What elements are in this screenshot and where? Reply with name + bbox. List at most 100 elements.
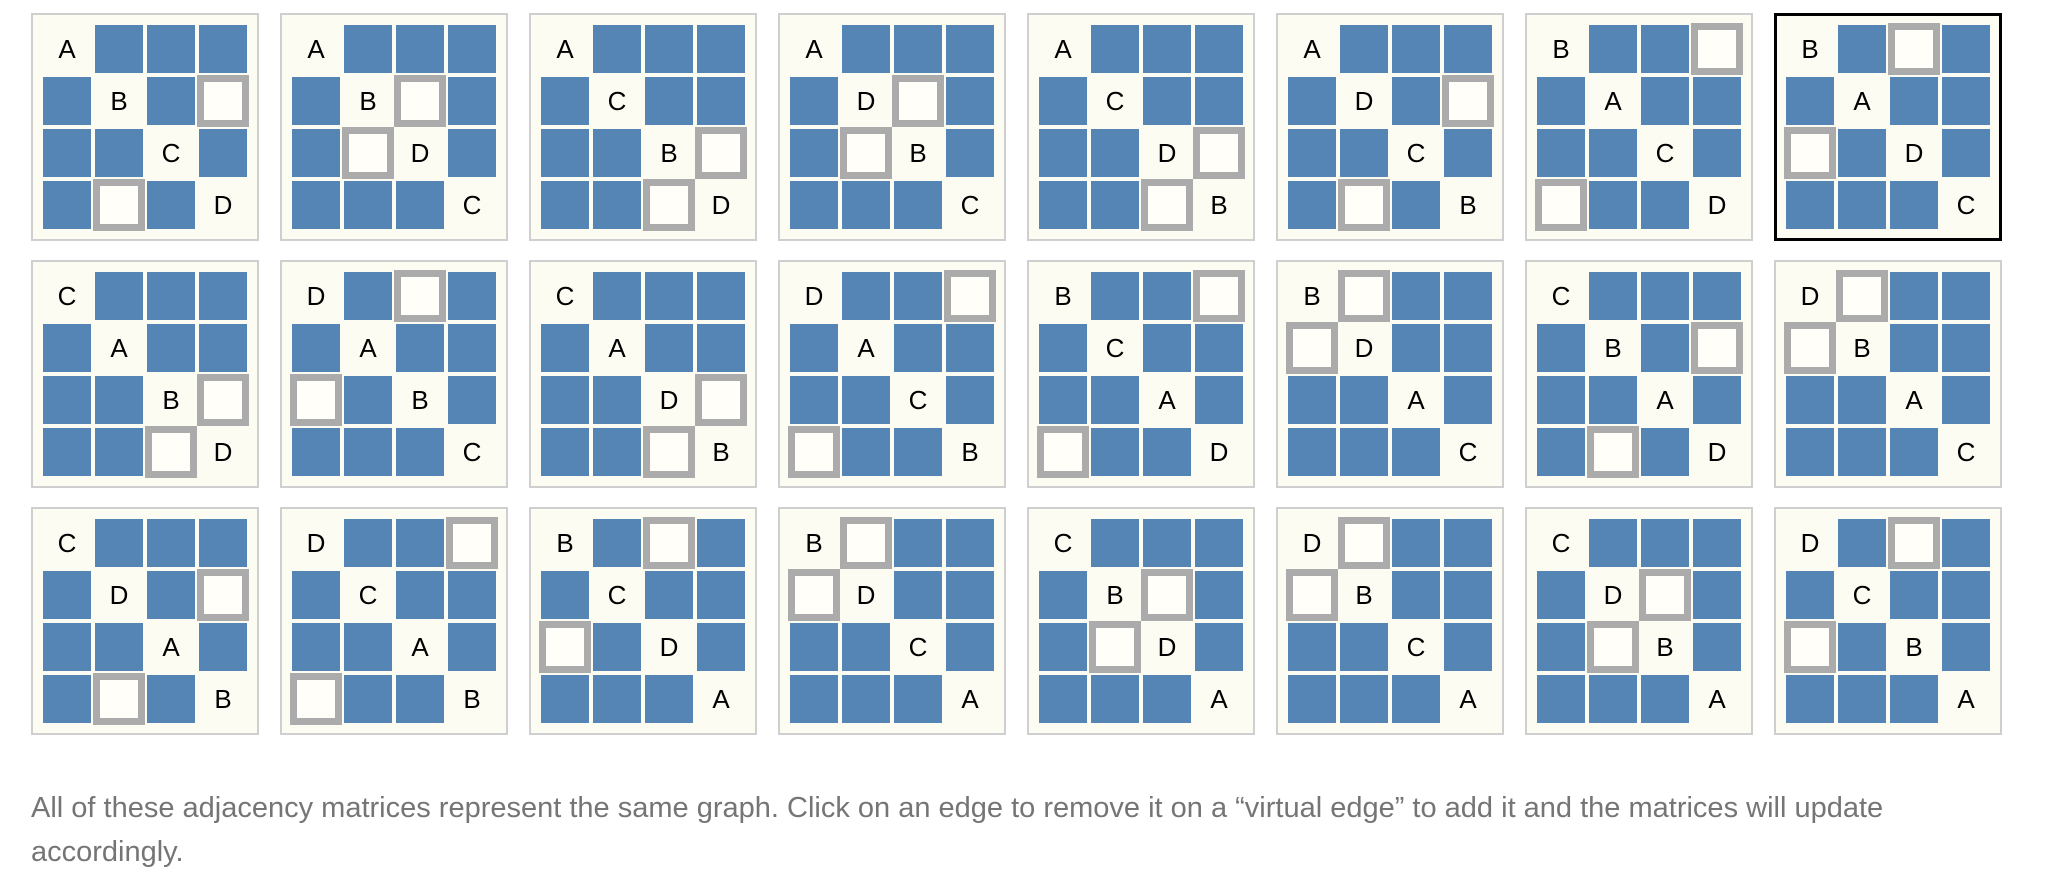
matrix-cell-edge[interactable] [199,129,247,177]
matrix-cell-edge[interactable] [593,25,641,73]
matrix-cell-virtual-edge[interactable] [344,129,392,177]
matrix-cell-edge[interactable] [842,272,890,320]
matrix-cell-edge[interactable] [1786,675,1834,723]
matrix-cell-edge[interactable] [344,272,392,320]
matrix-cell-edge[interactable] [1143,675,1191,723]
matrix-cell-edge[interactable] [790,623,838,671]
matrix-cell-edge[interactable] [1143,25,1191,73]
matrix-cell-edge[interactable] [448,376,496,424]
matrix-cell-edge[interactable] [894,181,942,229]
matrix-cell-virtual-edge[interactable] [199,571,247,619]
matrix-cell-edge[interactable] [593,181,641,229]
matrix-cell-edge[interactable] [1942,25,1990,73]
matrix-cell-edge[interactable] [894,272,942,320]
matrix-cell-edge[interactable] [790,376,838,424]
matrix-cell-edge[interactable] [344,519,392,567]
matrix-cell-virtual-edge[interactable] [1039,428,1087,476]
matrix-cell-edge[interactable] [43,77,91,125]
matrix-cell-edge[interactable] [593,675,641,723]
matrix-cell-edge[interactable] [1195,376,1243,424]
matrix-cell-edge[interactable] [1195,623,1243,671]
matrix-cell-edge[interactable] [1693,623,1741,671]
matrix-cell-edge[interactable] [1890,324,1938,372]
matrix-cell-edge[interactable] [894,428,942,476]
matrix-cell-edge[interactable] [842,675,890,723]
matrix-cell-virtual-edge[interactable] [1890,519,1938,567]
matrix-cell-edge[interactable] [697,324,745,372]
matrix-cell-edge[interactable] [593,623,641,671]
matrix-cell-edge[interactable] [1838,623,1886,671]
matrix-cell-edge[interactable] [541,77,589,125]
matrix-cell-edge[interactable] [1143,324,1191,372]
matrix-cell-edge[interactable] [1039,324,1087,372]
matrix-cell-edge[interactable] [1392,77,1440,125]
matrix-cell-edge[interactable] [1838,376,1886,424]
matrix-cell-edge[interactable] [1143,272,1191,320]
matrix-cell-edge[interactable] [95,129,143,177]
matrix-cell-edge[interactable] [292,571,340,619]
matrix-cell-edge[interactable] [593,129,641,177]
matrix-cell-edge[interactable] [946,324,994,372]
matrix-cell-virtual-edge[interactable] [1288,324,1336,372]
matrix-cell-edge[interactable] [645,25,693,73]
matrix-cell-edge[interactable] [1838,675,1886,723]
matrix-cell-edge[interactable] [1392,519,1440,567]
matrix-cell-edge[interactable] [1537,77,1585,125]
matrix-cell-edge[interactable] [95,519,143,567]
matrix-cell-edge[interactable] [790,675,838,723]
matrix-cell-edge[interactable] [645,77,693,125]
matrix-cell-virtual-edge[interactable] [645,181,693,229]
matrix-cell-virtual-edge[interactable] [95,675,143,723]
matrix-cell-edge[interactable] [946,519,994,567]
matrix-cell-virtual-edge[interactable] [292,675,340,723]
matrix-cell-edge[interactable] [697,519,745,567]
matrix-cell-edge[interactable] [790,324,838,372]
matrix-cell-edge[interactable] [1838,181,1886,229]
matrix-cell-edge[interactable] [199,519,247,567]
matrix-cell-edge[interactable] [1537,428,1585,476]
matrix-cell-virtual-edge[interactable] [199,376,247,424]
matrix-cell-virtual-edge[interactable] [199,77,247,125]
matrix-cell-virtual-edge[interactable] [1143,181,1191,229]
matrix-cell-edge[interactable] [1589,675,1637,723]
matrix-cell-edge[interactable] [199,25,247,73]
matrix-cell-edge[interactable] [1444,129,1492,177]
matrix-cell-edge[interactable] [1288,623,1336,671]
matrix-cell-virtual-edge[interactable] [448,519,496,567]
matrix-cell-edge[interactable] [344,428,392,476]
matrix-cell-edge[interactable] [292,181,340,229]
matrix-cell-virtual-edge[interactable] [1340,181,1388,229]
matrix-cell-virtual-edge[interactable] [147,428,195,476]
matrix-cell-edge[interactable] [1444,376,1492,424]
matrix-cell-edge[interactable] [147,272,195,320]
matrix-cell-edge[interactable] [1890,77,1938,125]
matrix-cell-edge[interactable] [1195,571,1243,619]
matrix-cell-edge[interactable] [1444,272,1492,320]
matrix-cell-edge[interactable] [43,428,91,476]
matrix-cell-edge[interactable] [95,25,143,73]
matrix-cell-edge[interactable] [448,25,496,73]
matrix-cell-virtual-edge[interactable] [292,376,340,424]
matrix-cell-edge[interactable] [790,77,838,125]
matrix-cell-edge[interactable] [645,571,693,619]
matrix-cell-edge[interactable] [1444,25,1492,73]
matrix-cell-virtual-edge[interactable] [396,272,444,320]
matrix-cell-edge[interactable] [199,272,247,320]
matrix-cell-edge[interactable] [95,428,143,476]
matrix-cell-edge[interactable] [344,623,392,671]
matrix-cell-edge[interactable] [842,376,890,424]
matrix-cell-edge[interactable] [396,25,444,73]
matrix-cell-edge[interactable] [344,376,392,424]
matrix-cell-virtual-edge[interactable] [1340,519,1388,567]
matrix-cell-edge[interactable] [1693,571,1741,619]
matrix-cell-edge[interactable] [199,324,247,372]
matrix-cell-edge[interactable] [147,324,195,372]
matrix-cell-virtual-edge[interactable] [396,77,444,125]
matrix-cell-edge[interactable] [1444,324,1492,372]
matrix-cell-edge[interactable] [1195,519,1243,567]
matrix-cell-edge[interactable] [1091,25,1139,73]
matrix-cell-edge[interactable] [946,129,994,177]
matrix-cell-edge[interactable] [1641,272,1689,320]
matrix-cell-edge[interactable] [1340,675,1388,723]
matrix-cell-edge[interactable] [1641,181,1689,229]
